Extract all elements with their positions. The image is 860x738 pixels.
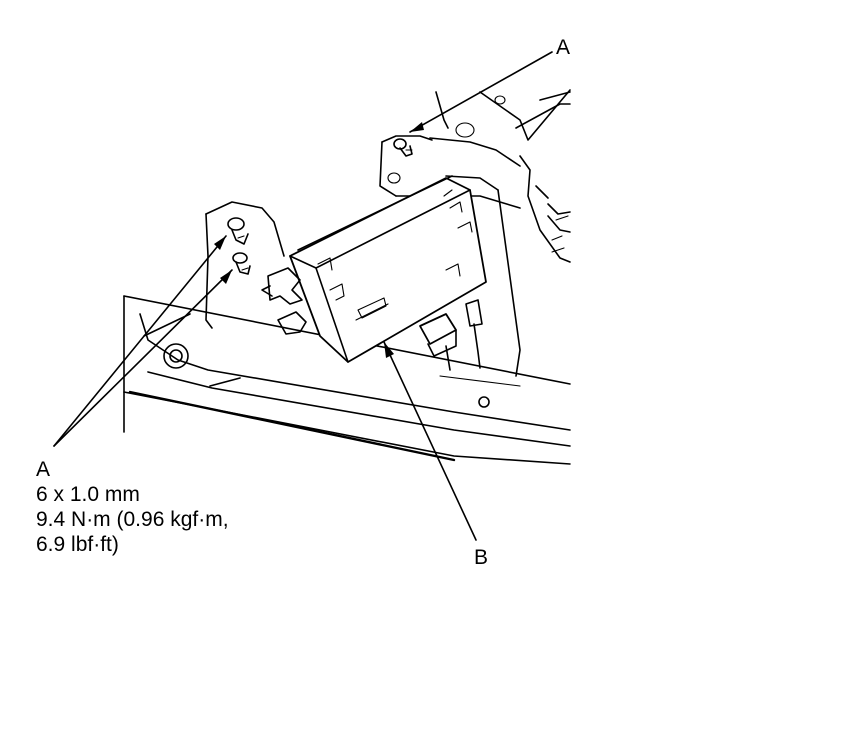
bolt-size-spec: 6 x 1.0 mm [36,483,140,506]
mounting-bracket [205,201,285,329]
torque-spec-line2: 6.9 lbf·ft) [36,533,119,556]
bolt-icon [227,217,249,245]
callout-a-top: A [556,36,571,59]
leader-lines [53,51,553,541]
connector [419,299,483,371]
control-unit [289,175,487,363]
bolt-icon [232,252,251,275]
mounting-tabs [261,267,307,335]
torque-spec-line1: 9.4 N·m (0.96 kgf·m, [36,508,229,531]
callout-a-left: A [36,458,51,481]
callout-b: B [474,546,489,569]
body-panel-upper [379,89,571,377]
bolt-icon [393,138,413,157]
